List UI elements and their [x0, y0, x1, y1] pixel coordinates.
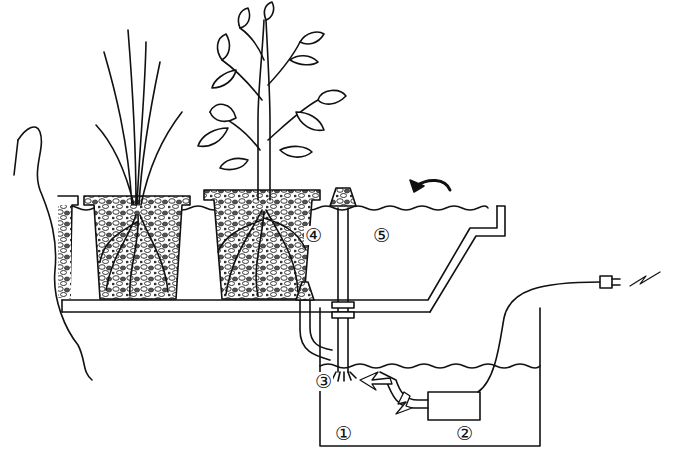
callout-number: ① [334, 424, 353, 443]
callout-number: ③ [314, 372, 333, 391]
callout-number: ② [455, 424, 474, 443]
callout-number: ⑤ [372, 226, 391, 245]
callout-number: ④ [304, 226, 323, 245]
